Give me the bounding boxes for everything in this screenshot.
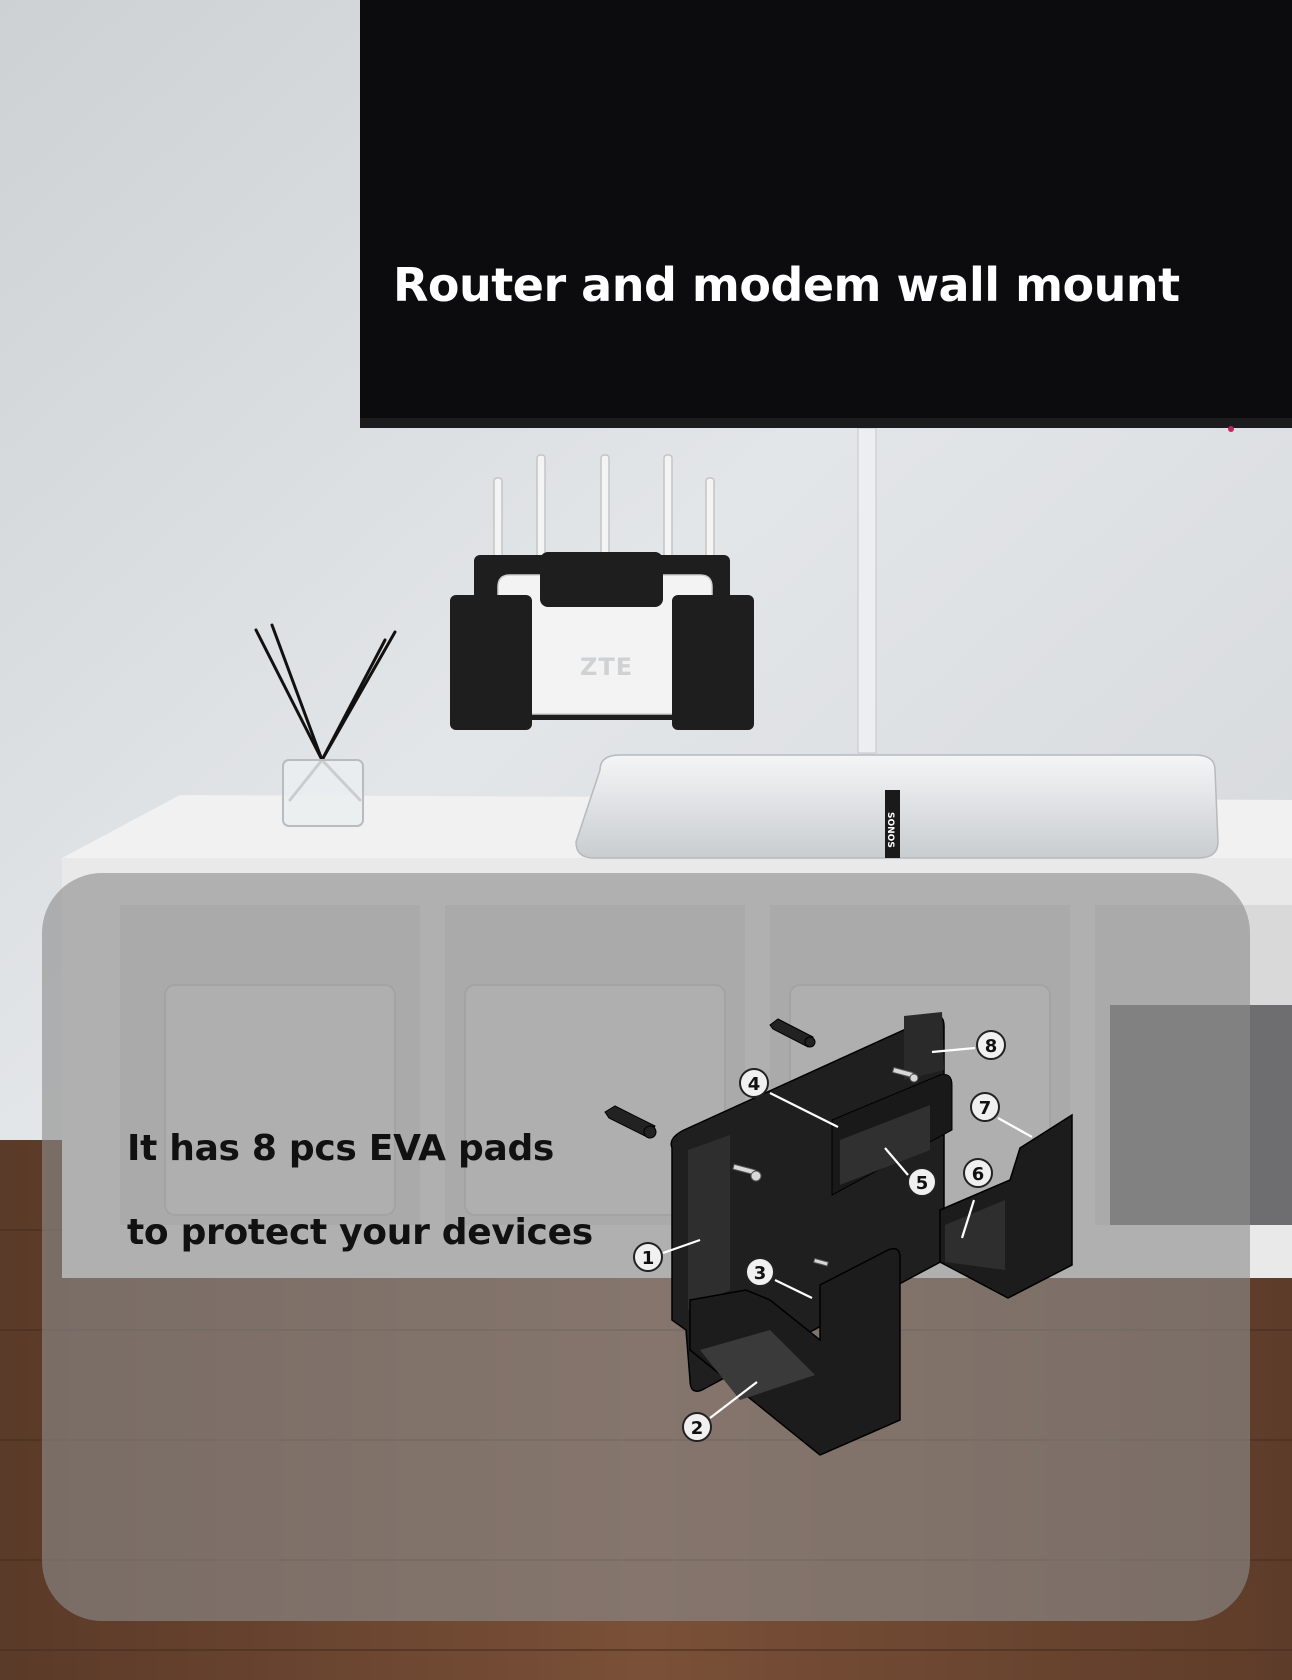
svg-text:4: 4 (748, 1074, 761, 1095)
mount-lower-holder (689, 1247, 901, 1456)
callout-8: 8 (976, 1030, 1006, 1060)
callout-3: 3 (745, 1257, 775, 1287)
diffuser-jar (282, 759, 364, 827)
wall-anchor-icon (604, 1105, 657, 1139)
svg-text:8: 8 (985, 1036, 998, 1057)
mount-left-holder (450, 595, 532, 730)
tv-screen (360, 0, 1292, 428)
caption-line-2: to protect your devices (127, 1212, 593, 1253)
eva-pad-6 (945, 1200, 1005, 1270)
tv-power-led (1228, 426, 1234, 432)
eva-pad-1 (688, 1135, 730, 1310)
mount-center-clip (540, 552, 663, 607)
callout-1: 1 (633, 1242, 663, 1272)
callout-2: 2 (682, 1412, 712, 1442)
callout-badges: 1 2 3 4 5 6 7 8 (633, 1030, 1006, 1442)
svg-text:1: 1 (642, 1248, 655, 1269)
screw-icon (732, 1066, 919, 1267)
sonos-brand-text: SONOS (885, 812, 895, 848)
svg-text:5: 5 (916, 1173, 929, 1194)
headline: Router and modem wall mount (393, 258, 1180, 312)
mount-top-flap (904, 1012, 944, 1080)
svg-text:3: 3 (754, 1263, 767, 1284)
mount-right-holder-part (939, 1113, 1073, 1299)
svg-text:7: 7 (979, 1098, 992, 1119)
tv-bottom-bezel (360, 418, 1292, 428)
eva-pad-5 (840, 1105, 930, 1185)
wall-anchor-icon (769, 1018, 816, 1048)
callout-6: 6 (963, 1158, 993, 1188)
callout-7: 7 (970, 1092, 1000, 1122)
router-brand-text: ZTE (580, 653, 633, 681)
callout-arrows (662, 1046, 1033, 1419)
callout-5: 5 (907, 1167, 937, 1197)
eva-pad-2 (700, 1330, 815, 1400)
svg-text:6: 6 (972, 1164, 985, 1185)
caption-line-1: It has 8 pcs EVA pads (127, 1128, 555, 1169)
sonos-badge (885, 790, 900, 858)
mount-right-holder (672, 595, 754, 730)
callout-4: 4 (739, 1068, 769, 1098)
svg-text:2: 2 (691, 1418, 704, 1439)
